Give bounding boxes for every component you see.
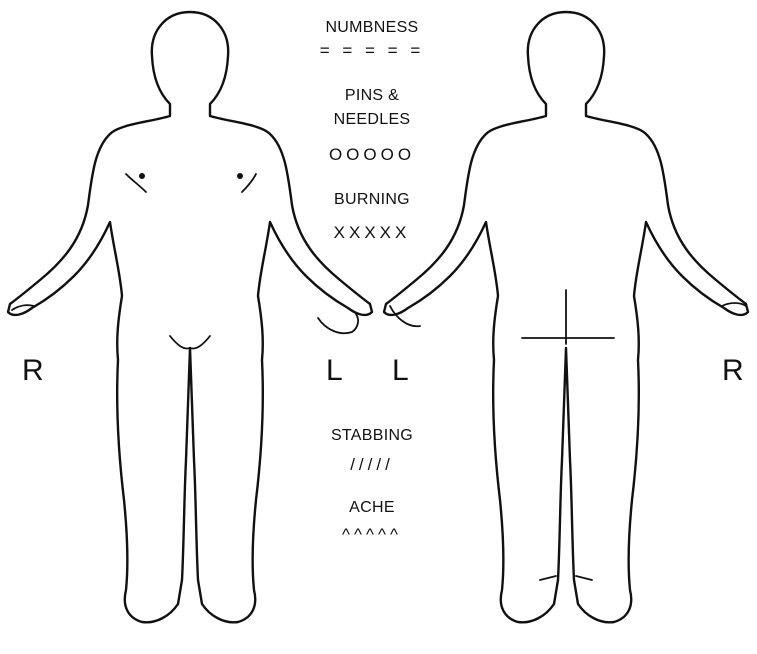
back-right-hand xyxy=(722,303,746,306)
pins-needles-label-line1: PINS & xyxy=(345,87,399,104)
pins-needles-label-line2: NEEDLES xyxy=(334,111,411,128)
numbness-symbol: = = = = = xyxy=(320,41,425,60)
back-right-side-label: R xyxy=(722,354,744,387)
front-right-side-label: R xyxy=(22,354,44,387)
stabbing-symbol: ///// xyxy=(350,455,394,474)
back-ankle-mark-right xyxy=(576,576,592,580)
front-body-outline xyxy=(8,12,372,622)
front-chest-mark-right xyxy=(139,173,145,179)
pins-needles-symbol: OOOOO xyxy=(329,145,415,164)
front-left-side-label: L xyxy=(326,354,343,387)
burning-symbol: XXXXX xyxy=(334,223,411,242)
front-chest-line-left xyxy=(242,174,256,192)
ache-symbol: ^^^^^ xyxy=(342,525,402,544)
burning-label: BURNING xyxy=(334,191,410,208)
front-left-hand xyxy=(318,314,358,333)
front-body-figure[interactable] xyxy=(8,12,372,622)
numbness-label: NUMBNESS xyxy=(325,19,418,36)
back-left-side-label: L xyxy=(392,354,409,387)
ache-label: ACHE xyxy=(349,499,395,516)
back-body-figure[interactable] xyxy=(384,12,748,622)
back-ankle-mark-left xyxy=(540,576,556,580)
stabbing-label: STABBING xyxy=(331,427,413,444)
front-groin-line xyxy=(170,336,210,349)
front-chest-mark-left xyxy=(237,173,243,179)
symptom-legend: NUMBNESS = = = = = PINS & NEEDLES OOOOO … xyxy=(320,19,425,544)
